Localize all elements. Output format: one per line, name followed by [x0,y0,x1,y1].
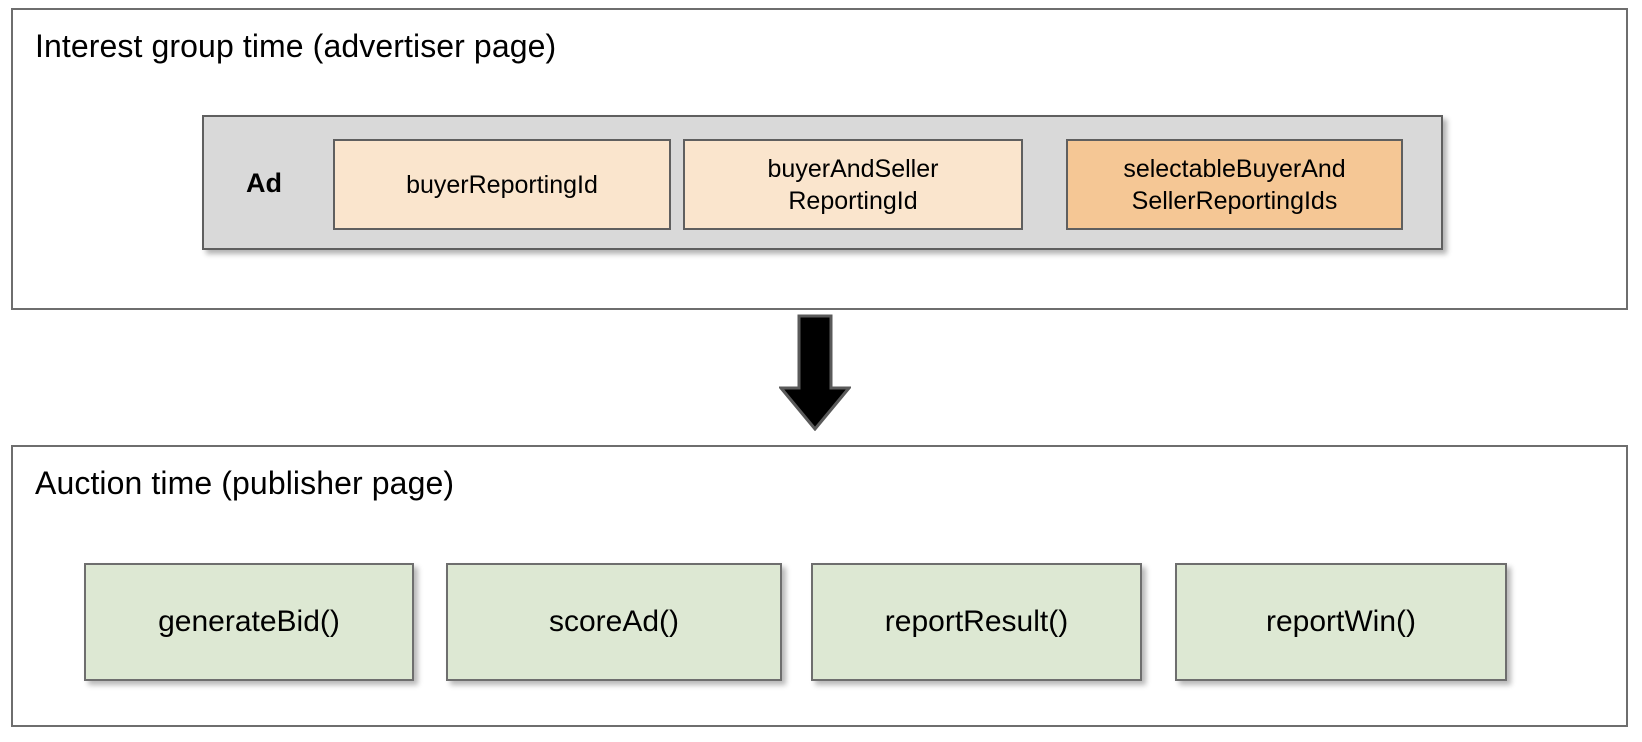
function-box-report-result[interactable]: reportResult() [811,563,1142,681]
box-selectable-buyer-and-seller-reporting-ids-line1: selectableBuyerAnd [1123,154,1346,183]
box-buyer-and-seller-reporting-id-line1: buyerAndSeller [767,154,939,183]
function-box-report-result-label: reportResult() [884,605,1069,638]
ad-container: Ad buyerReportingId buyerAndSeller Repor… [202,115,1443,250]
box-selectable-buyer-and-seller-reporting-ids[interactable]: selectableBuyerAnd SellerReportingIds [1066,139,1403,230]
function-box-report-win-label: reportWin() [1265,605,1416,638]
down-arrow-icon [779,314,851,431]
box-buyer-and-seller-reporting-id-line2: ReportingId [788,186,918,215]
section-interest-group-time: Interest group time (advertiser page) Ad… [11,8,1628,310]
box-buyer-reporting-id-label: buyerReportingId [406,170,598,199]
box-selectable-buyer-and-seller-reporting-ids-label: selectableBuyerAnd SellerReportingIds [1123,153,1345,217]
box-buyer-reporting-id[interactable]: buyerReportingId [333,139,671,230]
function-box-generate-bid[interactable]: generateBid() [84,563,414,681]
section-auction-time: Auction time (publisher page) generateBi… [11,445,1628,727]
ad-label: Ad [246,168,282,198]
function-box-score-ad-label: scoreAd() [548,605,680,638]
function-box-generate-bid-label: generateBid() [158,605,340,638]
box-buyer-and-seller-reporting-id[interactable]: buyerAndSeller ReportingId [683,139,1023,230]
section-title-interest-group-time: Interest group time (advertiser page) [35,28,557,64]
box-selectable-buyer-and-seller-reporting-ids-line2: SellerReportingIds [1131,186,1338,215]
box-buyer-and-seller-reporting-id-label: buyerAndSeller ReportingId [768,153,939,217]
section-title-auction-time: Auction time (publisher page) [35,465,455,501]
function-box-report-win[interactable]: reportWin() [1175,563,1507,681]
function-box-score-ad[interactable]: scoreAd() [446,563,782,681]
